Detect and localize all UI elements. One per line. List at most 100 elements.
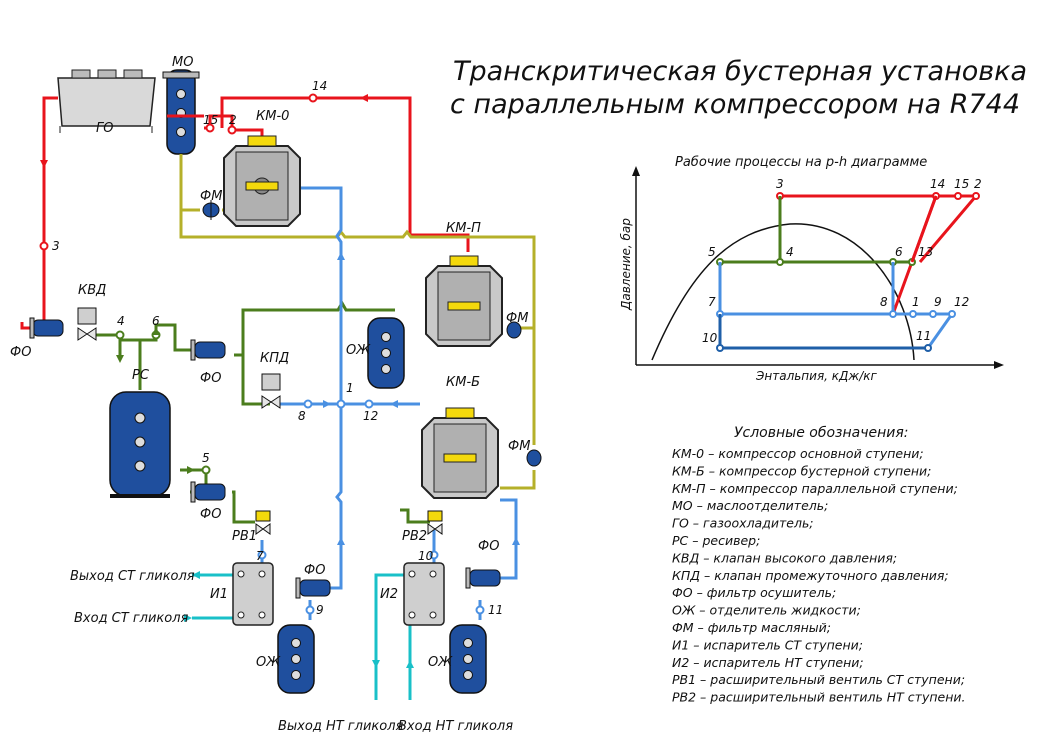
label-km0: КМ-0 [256,109,289,124]
evaporator-i2-icon [403,562,445,626]
legend-item: РС – ресивер; [672,533,760,548]
label-i1: И1 [210,587,228,602]
label-mo: МО [172,55,193,70]
label-kmb: КМ-Б [446,375,480,390]
legend-item: КМ-Б – компрессор бустерной ступени; [672,463,931,478]
legend-item: МО – маслоотделитель; [672,498,828,513]
legend-item: ГО – газоохладитель; [672,516,814,531]
point-14: 14 [312,79,327,93]
ph-pt-14: 14 [930,177,945,191]
label-fm-1: ФМ [200,189,222,204]
point-2: 2 [229,113,237,127]
filter-drier-2-icon [190,339,226,361]
ph-pt-5: 5 [708,245,716,259]
point-11: 11 [488,603,503,617]
label-st-in: Вход СТ гликоля [74,611,189,626]
ph-line-13-14 [910,195,938,263]
point-5: 5 [202,451,210,465]
label-nt-out: Выход НТ гликоля [278,719,404,734]
legend-item: РВ1 – расширительный вентиль СТ ступени; [672,672,965,687]
ph-pt-15: 15 [954,177,969,191]
label-kmp: КМ-П [446,221,481,236]
label-fm-3: ФМ [508,439,530,454]
label-rs: РС [132,368,150,383]
evaporator-i1-icon [232,562,274,626]
label-fo-2: ФО [200,371,221,386]
label-fo-1: ФО [10,345,31,360]
point-4: 4 [117,314,125,328]
label-fm-2: ФМ [506,311,528,326]
filter-drier-1-icon [29,317,64,339]
ph-ylabel: Давление, бар [619,218,633,311]
ph-title: Рабочие процессы на p-h диаграмме [675,155,927,170]
legend-list: КМ-0 – компрессор основной ступени; КМ-Б … [672,446,965,705]
ph-pt-4: 4 [786,245,794,259]
label-kpd: КПД [260,351,289,366]
label-oj-mid: ОЖ [346,343,371,358]
ph-axes [632,166,1004,369]
legend-item: ФМ – фильтр масляный; [672,620,831,635]
ph-pt-1: 1 [912,295,920,309]
liquid-separator-nt-icon [449,624,487,694]
label-rv1: РВ1 [232,529,257,544]
ph-green-path [716,196,916,266]
filter-drier-3-icon [190,481,226,503]
filter-drier-4-icon [295,577,331,599]
point-12: 12 [363,409,378,423]
point-10: 10 [418,549,434,563]
ph-pt-10: 10 [702,331,718,345]
label-i2: И2 [380,587,398,602]
point-1: 1 [346,381,354,395]
oil-filter-3-icon [526,449,542,467]
label-st-out: Выход СТ гликоля [70,569,195,584]
compressor-kmp-icon [425,255,503,347]
ph-pt-12: 12 [954,295,969,309]
legend-item: КМ-П – компрессор параллельной ступени; [672,481,958,496]
compressor-km0-icon [223,135,301,227]
legend-title: Условные обозначения: [734,425,908,441]
legend-item: РВ2 – расширительный вентиль НТ ступени. [672,690,965,705]
ph-pt-6: 6 [895,245,903,259]
legend-item: И2 – испаритель НТ ступени; [672,655,864,670]
legend-item: ОЖ – отделитель жидкости; [672,603,861,618]
label-fo-4: ФО [304,563,325,578]
point-15: 15 [203,113,218,127]
point-9: 9 [316,603,324,617]
label-oj-st: ОЖ [256,655,281,670]
label-nt-in: Вход НТ гликоля [398,719,513,734]
ph-pt-11: 11 [916,329,931,343]
compressor-kmb-icon [421,407,499,499]
oil-filter-2-icon [506,321,522,339]
label-go: ГО [96,121,113,136]
legend-item: КВД – клапан высокого давления; [672,550,897,565]
title-line1: Транскритическая бустерная установка [453,56,1027,87]
title-line2: с параллельным компрессором на R744 [450,89,1020,120]
point-8: 8 [298,409,306,423]
legend-item: И1 – испаритель СТ ступени; [672,637,863,652]
legend-item: ФО – фильтр осушитель; [672,585,836,600]
label-rv2: РВ2 [402,529,427,544]
expansion-valve-1-icon [255,510,271,535]
point-3: 3 [52,239,60,253]
expansion-valve-2-icon [427,510,443,535]
ph-pt-9: 9 [934,295,942,309]
ph-xlabel: Энтальпия, кДж/кг [755,369,878,383]
legend-item: КПД – клапан промежуточного давления; [672,568,949,583]
legend-item: КМ-0 – компрессор основной ступени; [672,446,924,461]
receiver-icon [109,391,171,498]
liquid-separator-mid-icon [367,317,405,389]
oil-separator-icon [162,69,200,155]
high-pressure-valve-icon [77,307,97,341]
oil-filter-1-icon [202,200,220,220]
label-kvd: КВД [78,283,106,298]
ph-pt-7: 7 [708,295,716,309]
intermediate-pressure-valve-icon [261,373,281,409]
label-fo-5: ФО [478,539,499,554]
point-7: 7 [256,549,264,563]
ph-low-path [716,314,932,352]
point-6: 6 [152,314,160,328]
ph-pt-13: 13 [918,245,933,259]
label-fo-3: ФО [200,507,221,522]
ph-pt-2: 2 [974,177,982,191]
